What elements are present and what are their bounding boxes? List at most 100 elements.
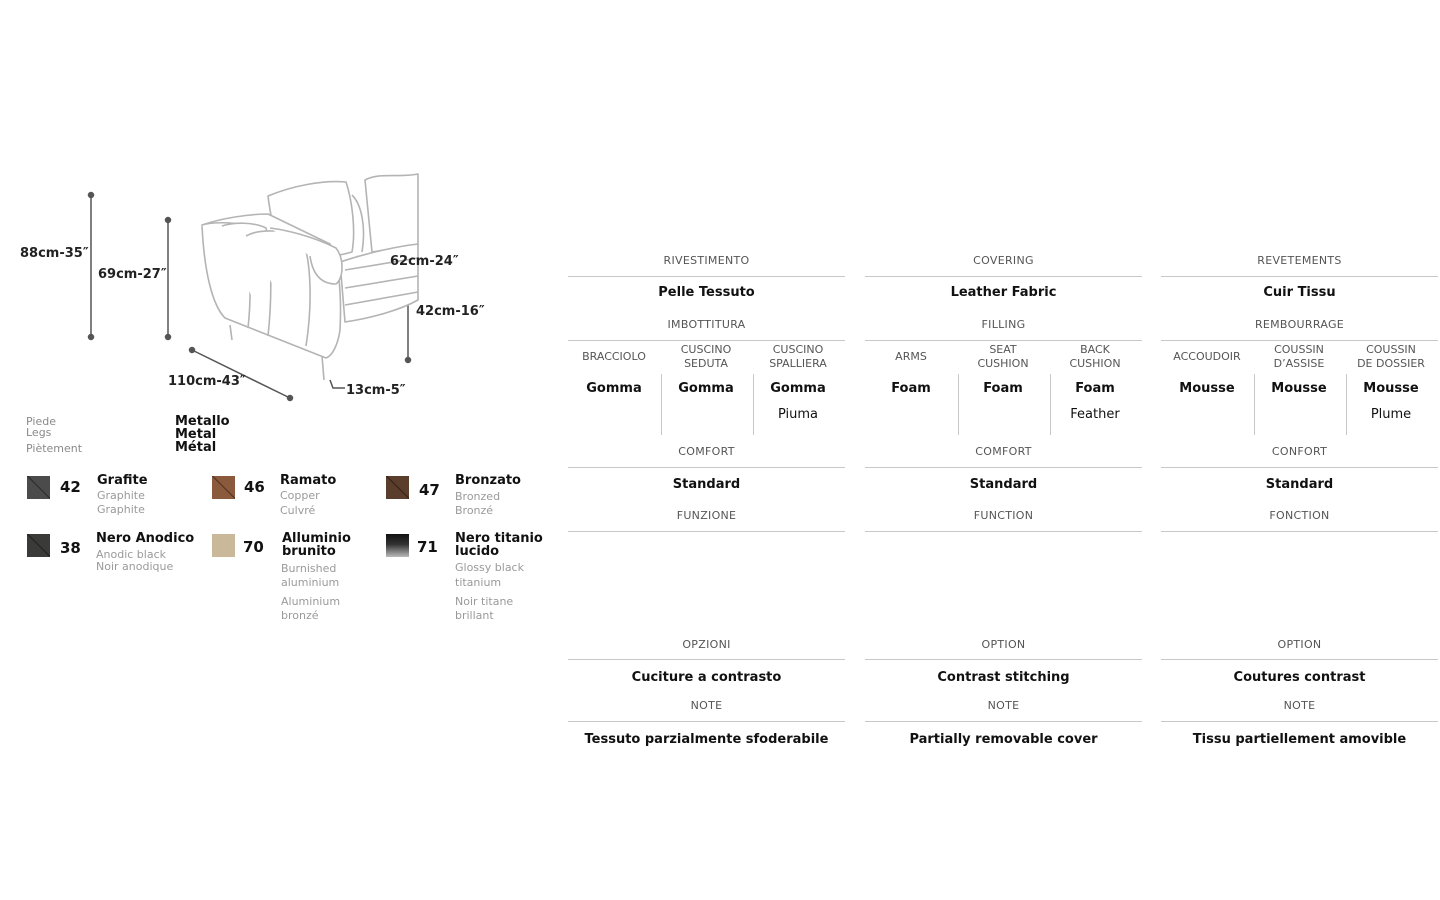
label-line: COUSSIN — [1274, 343, 1324, 356]
total-height-label: 88cm-35″ — [20, 246, 89, 261]
seat-depth-label: 62cm-24″ — [390, 254, 459, 269]
filling-back-value-2: Piuma — [777, 407, 819, 422]
note-value: Tessuto parzialmente sfoderabile — [584, 732, 829, 747]
note-value: Tissu partiellement amovible — [1192, 732, 1407, 747]
comfort-value: Standard — [1265, 477, 1334, 492]
spec-column-english: COVERING Leather Fabric FILLING ARMS SEA… — [865, 0, 1142, 900]
covering-value: Pelle Tessuto — [658, 285, 755, 300]
finish-name-en: Copper — [280, 489, 320, 502]
filling-back-value: Mousse — [1363, 381, 1419, 396]
finish-code: 38 — [60, 539, 81, 557]
option-title: OPZIONI — [682, 638, 731, 651]
legs-label-it: Piede — [26, 415, 56, 428]
filling-back-value-2: Feather — [1070, 407, 1120, 422]
column-separator — [1346, 374, 1347, 435]
label-line: BRACCIOLO — [582, 350, 646, 363]
label-line: CUSHION — [977, 357, 1029, 370]
finish-name: Nero titanio — [455, 531, 543, 546]
legs-value-en: Metal — [175, 427, 217, 442]
note-title: NOTE — [987, 699, 1020, 712]
label-line: ARMS — [895, 350, 927, 363]
finish-name-en-line2: aluminium — [281, 576, 340, 589]
filling-arm-label: ACCOUDOIR — [1161, 350, 1253, 364]
finish-code: 71 — [417, 538, 438, 556]
finish-code: 46 — [244, 478, 265, 496]
label-line: ACCOUDOIR — [1173, 350, 1241, 363]
finish-name-fr: Culvré — [280, 504, 316, 517]
filling-seat-value: Foam — [983, 381, 1023, 396]
filling-seat-value: Gomma — [678, 381, 734, 396]
filling-seat-value: Mousse — [1271, 381, 1327, 396]
legs-value-fr: Métal — [175, 440, 217, 455]
legs-labels: Piede Legs Piètement — [26, 416, 82, 454]
finish-name: Bronzato — [455, 473, 521, 488]
finish-name: Ramato — [280, 473, 337, 488]
column-separator — [1050, 374, 1051, 435]
spec-column-italian: RIVESTIMENTO Pelle Tessuto IMBOTTITURA B… — [568, 0, 845, 900]
divider — [865, 531, 1142, 532]
option-value: Contrast stitching — [937, 670, 1070, 685]
arm-height-label: 69cm-27″ — [98, 267, 167, 282]
divider — [568, 340, 845, 341]
finish-name: Nero Anodico — [96, 531, 195, 546]
label-line: DE DOSSIER — [1357, 357, 1425, 370]
leg-height-label: 13cm-5″ — [346, 383, 406, 398]
divider — [865, 340, 1142, 341]
divider — [568, 721, 845, 722]
finish-name-en: Glossy black — [455, 561, 524, 574]
option-value: Coutures contrast — [1233, 670, 1366, 685]
legs-label-fr: Piètement — [26, 442, 83, 455]
note-title: NOTE — [1283, 699, 1316, 712]
filling-title: IMBOTTITURA — [667, 318, 746, 331]
sofa-drawing — [87, 173, 419, 402]
finish-name-en: Graphite — [97, 489, 145, 502]
seat-height-label: 42cm-16″ — [416, 304, 485, 319]
spec-column-french: REVETEMENTS Cuir Tissu REMBOURRAGE ACCOU… — [1161, 0, 1438, 900]
label-line: CUSHION — [1069, 357, 1121, 370]
function-title: FUNZIONE — [676, 509, 737, 522]
filling-arm-value: Gomma — [586, 381, 642, 396]
covering-value: Leather Fabric — [950, 285, 1057, 300]
divider — [1161, 340, 1438, 341]
covering-title: COVERING — [973, 254, 1034, 267]
filling-arm-label: BRACCIOLO — [568, 350, 660, 364]
comfort-value: Standard — [672, 477, 741, 492]
divider — [865, 721, 1142, 722]
color-swatch — [212, 476, 235, 499]
label-line: SEAT — [989, 343, 1017, 356]
column-separator — [753, 374, 754, 435]
finish-code: 42 — [60, 478, 81, 496]
label-line: COUSSIN — [1366, 343, 1416, 356]
covering-value: Cuir Tissu — [1263, 285, 1336, 300]
divider — [568, 531, 845, 532]
filling-back-value: Gomma — [770, 381, 826, 396]
finish-name-fr: Noir anodique — [96, 560, 174, 573]
legs-value-it: Metallo — [175, 414, 230, 429]
finish-name-fr-line2: brillant — [455, 609, 494, 622]
divider — [865, 276, 1142, 277]
legs-values: Metallo Metal Métal — [175, 415, 230, 454]
width-label: 110cm-43″ — [168, 374, 246, 389]
comfort-title: COMFORT — [975, 445, 1032, 458]
column-separator — [958, 374, 959, 435]
finish-name-fr: Bronzé — [455, 504, 494, 517]
label-line: BACK — [1080, 343, 1110, 356]
option-title: OPTION — [981, 638, 1026, 651]
finish-name-en-line2: titanium — [455, 576, 502, 589]
divider — [1161, 467, 1438, 468]
finish-name-en: Anodic black — [96, 548, 167, 561]
divider — [568, 467, 845, 468]
divider — [865, 659, 1142, 660]
finish-name-en: Bronzed — [455, 490, 501, 503]
finish-name-fr: Graphite — [97, 503, 145, 516]
finish-name-fr: Noir titane — [455, 595, 514, 608]
filling-arm-value: Mousse — [1179, 381, 1235, 396]
covering-title: RIVESTIMENTO — [663, 254, 750, 267]
option-title: OPTION — [1277, 638, 1322, 651]
color-swatch-gradient — [386, 534, 409, 557]
